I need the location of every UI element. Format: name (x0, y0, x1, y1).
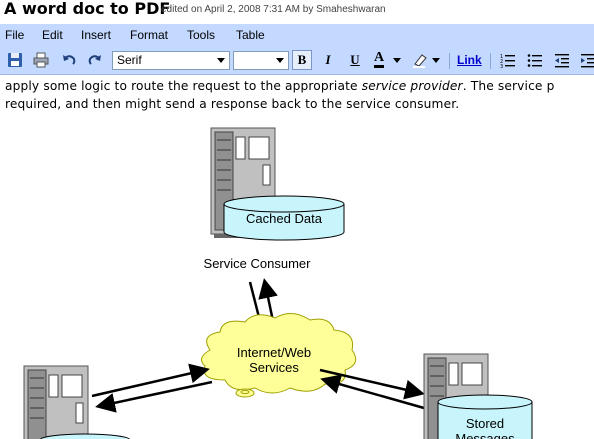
toolbar-separator (490, 53, 491, 69)
link-button[interactable]: Link (457, 53, 482, 67)
menu-edit[interactable]: Edit (42, 28, 63, 42)
font-color-icon[interactable]: A (371, 50, 403, 70)
chevron-down-icon (393, 58, 401, 63)
undo-icon[interactable] (59, 50, 79, 70)
chevron-down-icon (276, 58, 284, 63)
highlight-icon[interactable] (410, 50, 442, 70)
paragraph-emphasis: service provider (361, 79, 463, 93)
menu-insert[interactable]: Insert (81, 28, 112, 42)
toolbar-separator (449, 53, 450, 69)
document-title[interactable]: A word doc to PDF (4, 0, 171, 18)
font-color-label: A (374, 50, 385, 68)
stored-messages-label-line1: Stored (466, 416, 504, 431)
indent-icon[interactable] (578, 50, 594, 70)
svg-text:1: 1 (500, 54, 503, 60)
paragraph-line-1: apply some logic to route the request to… (5, 79, 555, 93)
font-select[interactable]: Serif (112, 51, 230, 70)
internet-label-line1: Internet/Web (237, 345, 311, 360)
print-icon[interactable] (31, 50, 51, 70)
menu-table[interactable]: Table (236, 28, 265, 42)
paragraph-text: . The service p (462, 79, 555, 93)
document-body[interactable]: apply some logic to route the request to… (0, 75, 594, 439)
svg-text:3: 3 (500, 64, 503, 68)
size-select[interactable] (233, 51, 289, 70)
menu-file[interactable]: File (5, 28, 25, 42)
title-bar: A word doc to PDF edited on April 2, 200… (0, 0, 594, 24)
server-icon (23, 365, 130, 439)
menu-format[interactable]: Format (130, 28, 169, 42)
cached-data-cylinder (223, 195, 345, 241)
stored-messages-cylinder (437, 394, 533, 439)
edited-info: edited on April 2, 2008 7:31 AM by Smahe… (161, 4, 386, 15)
save-icon[interactable] (5, 50, 25, 70)
bulleted-list-icon[interactable] (525, 50, 545, 70)
internet-label-line2: Services (249, 360, 299, 375)
svg-text:2: 2 (500, 59, 503, 65)
redo-icon[interactable] (85, 50, 105, 70)
cloud-icon (200, 313, 357, 398)
underline-button[interactable]: U (350, 52, 360, 67)
stored-messages-label-line2: Messages (455, 431, 515, 439)
menu-bar: File Edit Insert Format Tools Table (0, 24, 594, 47)
paragraph-line-2: required, and then might send a response… (5, 97, 460, 111)
cached-data-label: Cached Data (246, 211, 323, 226)
bold-button[interactable]: B (292, 50, 312, 70)
service-consumer-label: Service Consumer (204, 256, 312, 271)
architecture-diagram: Cached Data Service Consumer Internet/We… (23, 127, 533, 439)
paragraph-text: apply some logic to route the request to… (5, 79, 362, 93)
menu-tools[interactable]: Tools (187, 28, 216, 42)
italic-button[interactable]: I (325, 52, 331, 67)
font-select-value: Serif (117, 53, 142, 67)
outdent-icon[interactable] (552, 50, 572, 70)
chevron-down-icon (217, 58, 225, 63)
